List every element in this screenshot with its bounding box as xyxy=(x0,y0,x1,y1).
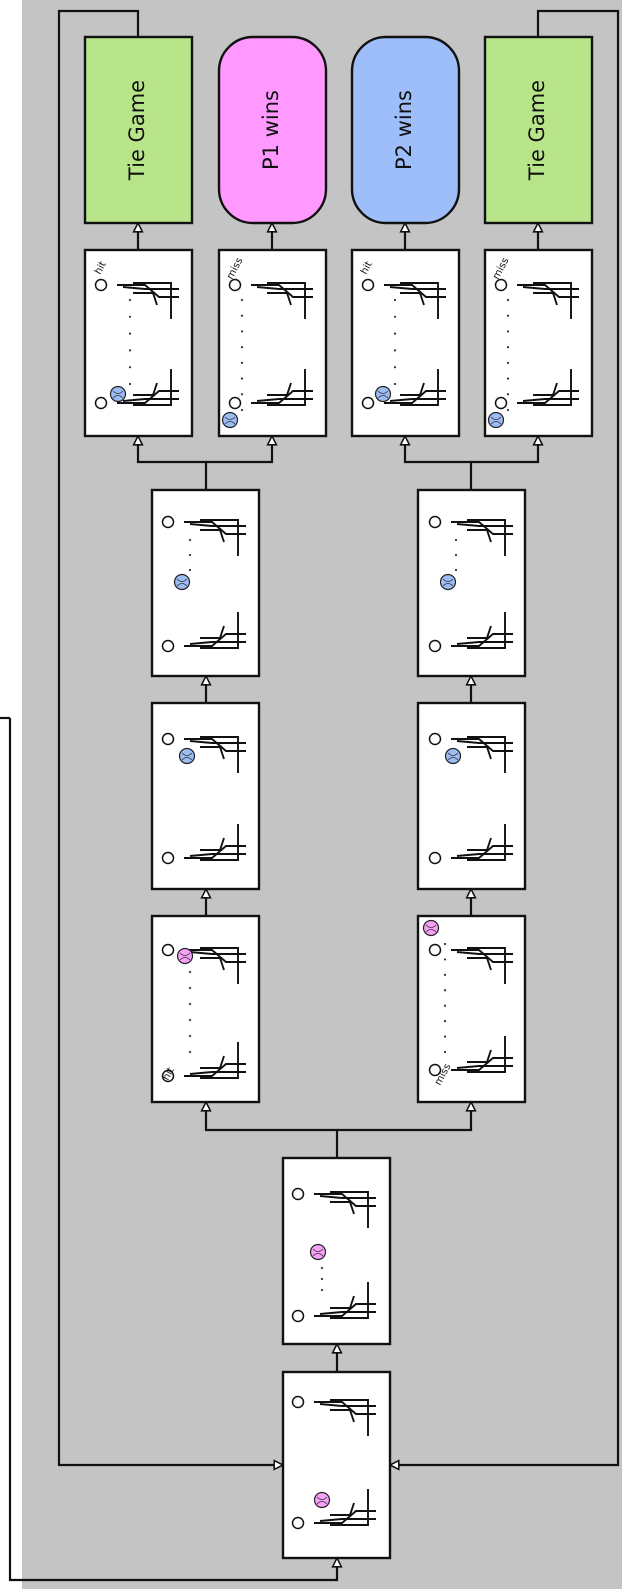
p2-ball xyxy=(444,747,462,765)
player-2-figure xyxy=(428,732,513,773)
loop-back-connector xyxy=(390,9,620,1465)
connector-arrow xyxy=(138,436,208,490)
p2-ready-frame xyxy=(416,701,527,891)
p2-ball xyxy=(109,385,127,403)
p2-ball xyxy=(374,385,392,403)
player-2-figure xyxy=(361,278,446,319)
player-1-figure xyxy=(161,1042,246,1083)
ball-path xyxy=(454,538,458,572)
player-1-figure xyxy=(361,369,446,410)
outcome-p1: P1 wins xyxy=(217,35,328,225)
ball-path xyxy=(506,298,510,412)
outcome-label: P2 wins xyxy=(392,90,416,170)
player-2-figure xyxy=(291,1187,376,1228)
p2-ball xyxy=(178,747,196,765)
connector-arrow xyxy=(206,1102,339,1158)
outcome-label: Tie Game xyxy=(525,80,549,181)
p2-ball xyxy=(221,411,239,429)
player-2-figure xyxy=(161,515,246,556)
player-1-figure xyxy=(94,369,179,410)
frame-layer: hit miss hit miss hit miss xyxy=(83,248,594,1560)
p1-miss-frame: miss xyxy=(416,914,527,1104)
ball-path xyxy=(240,298,244,412)
player-1-figure xyxy=(161,824,246,865)
loop-back-connector xyxy=(57,9,283,1465)
player-1-figure xyxy=(291,1282,376,1323)
player-1-figure xyxy=(161,612,246,653)
player-2-figure xyxy=(428,515,513,556)
player-2-figure xyxy=(428,943,513,984)
diagram-background xyxy=(22,0,622,1589)
ball-path xyxy=(188,970,192,1054)
final-shot-frame: hit xyxy=(350,248,461,438)
player-2-figure xyxy=(494,278,579,319)
p1-ball xyxy=(176,947,194,965)
final-shot-frame: hit xyxy=(83,248,194,438)
ball-path xyxy=(188,538,192,572)
entry-connector xyxy=(8,718,337,1582)
player-2-figure xyxy=(161,732,246,773)
p2-ball xyxy=(173,573,191,591)
p2-ball xyxy=(439,573,457,591)
connector-layer xyxy=(0,9,620,1582)
connector-arrow xyxy=(337,1102,471,1132)
ball-path xyxy=(320,1266,324,1292)
outcome-label: P1 wins xyxy=(259,90,283,170)
player-1-figure xyxy=(428,612,513,653)
p1-ball xyxy=(313,1491,331,1509)
player-1-figure xyxy=(291,1489,376,1530)
outcome-label: Tie Game xyxy=(125,80,149,181)
p1-ball xyxy=(309,1243,327,1261)
player-1-figure xyxy=(428,824,513,865)
ball-path xyxy=(443,942,447,1054)
outcome-tie: Tie Game xyxy=(83,35,194,225)
outcome-p2: P2 wins xyxy=(350,35,461,225)
player-2-figure xyxy=(161,943,246,984)
serve-frame xyxy=(281,1370,392,1560)
ball-path xyxy=(128,298,132,386)
connector-arrow xyxy=(206,436,272,464)
p1-hit-frame: hit xyxy=(150,914,261,1104)
p1-ball xyxy=(422,919,440,937)
player-2-figure xyxy=(228,278,313,319)
final-shot-frame: miss xyxy=(483,248,594,438)
p2-shot-frame xyxy=(416,488,527,678)
serve-shot-frame xyxy=(281,1156,392,1346)
player-2-figure xyxy=(291,1395,376,1436)
p2-shot-frame xyxy=(150,488,261,678)
player-1-figure xyxy=(494,369,579,410)
shot-label: hit xyxy=(359,260,375,277)
p2-ball xyxy=(487,411,505,429)
connector-arrow xyxy=(471,436,538,464)
p2-ready-frame xyxy=(150,701,261,891)
outcome-tie: Tie Game xyxy=(483,35,594,225)
final-shot-frame: miss xyxy=(217,248,328,438)
connector-arrow xyxy=(405,436,473,490)
shot-label: hit xyxy=(93,260,109,277)
ball-path xyxy=(393,298,397,386)
shot-label: hit xyxy=(161,1066,177,1083)
player-2-figure xyxy=(94,278,179,319)
player-1-figure xyxy=(228,369,313,410)
player-1-figure xyxy=(428,1036,513,1077)
outcome-layer: Tie Game P1 wins P2 wins Tie Game xyxy=(83,35,594,225)
